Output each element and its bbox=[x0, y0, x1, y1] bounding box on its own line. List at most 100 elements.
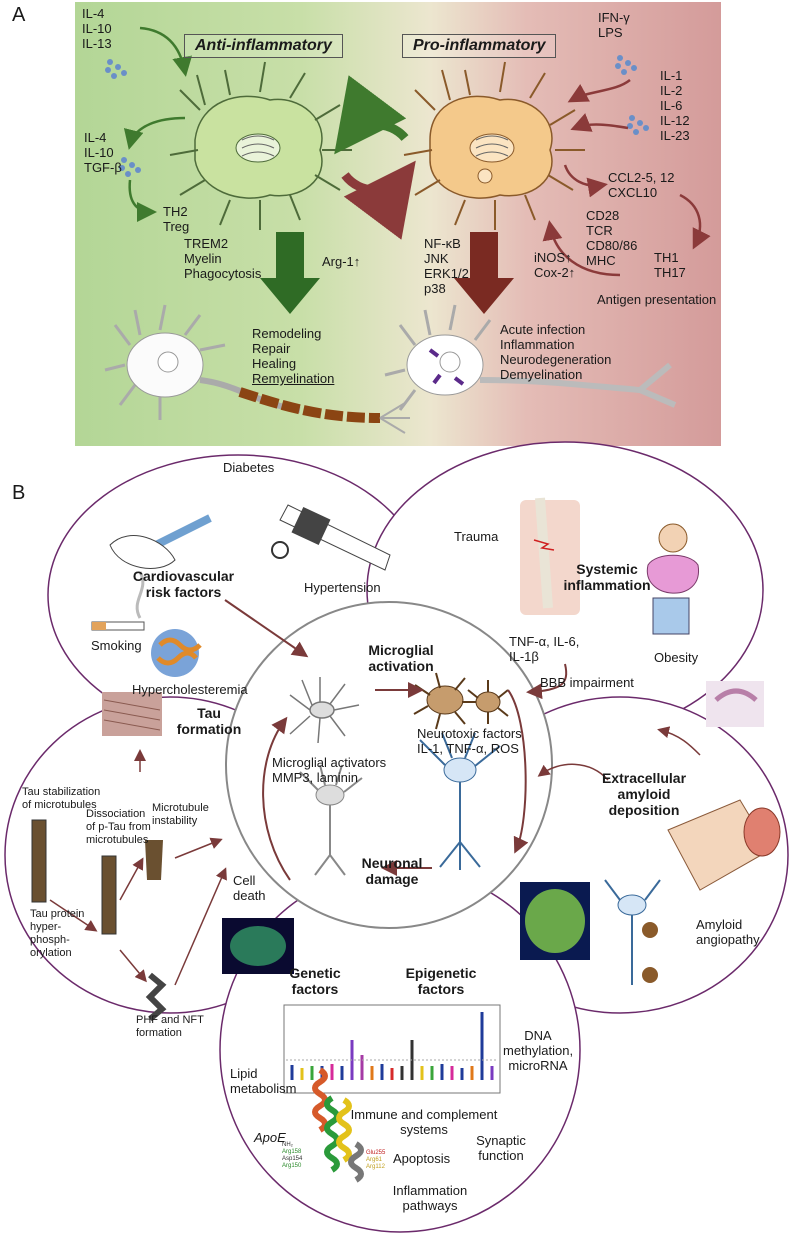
tau-stabilization-text: Tau stabilization of microtubules bbox=[22, 786, 100, 812]
t-cell-label: Treg bbox=[163, 219, 190, 234]
center-circle bbox=[225, 601, 553, 929]
anti-markers-list: TREM2 Myelin Phagocytosis bbox=[184, 236, 261, 281]
resting-microglia-icon bbox=[289, 677, 360, 744]
bbb-impairment-label: BBB impairment bbox=[540, 675, 634, 690]
text-line: Inflammation bbox=[392, 1183, 468, 1198]
lipid-metabolism-text: Lipid metabolism bbox=[230, 1066, 296, 1096]
dna-methylation-text: DNA methylation, microRNA bbox=[503, 1028, 573, 1073]
systemic-cytokines: TNF-α, IL-6, IL-1β bbox=[509, 634, 579, 664]
enzymes-list: iNOS↑ Cox-2↑ bbox=[534, 250, 575, 280]
th-pro-list: TH1 TH17 bbox=[654, 250, 686, 280]
text-line: Amyloid bbox=[696, 917, 743, 932]
genetic-factors-title: Genetic factors bbox=[280, 965, 350, 997]
cytokine-label: IL-10 bbox=[82, 21, 112, 36]
text-line: microRNA bbox=[508, 1058, 568, 1073]
cytokine-label: TNF-α, IL-6, bbox=[509, 634, 580, 649]
title-line: amyloid bbox=[617, 786, 671, 802]
amyloid-deposition-title: Extracellular amyloid deposition bbox=[588, 770, 700, 818]
effect-label: Remodeling bbox=[252, 326, 322, 341]
pathway-label: JNK bbox=[424, 251, 449, 266]
tau-fibrils-icon bbox=[102, 692, 162, 736]
text-line: phosph- bbox=[30, 934, 70, 946]
demyelinated-neuron-icon bbox=[384, 304, 677, 411]
amyloid-histology-icon bbox=[706, 681, 764, 727]
amyloid-angiopathy-text: Amyloid angiopathy bbox=[696, 917, 760, 947]
text-line: systems bbox=[400, 1122, 448, 1137]
anti-outputs-list: IL-4 IL-10 TGF-β bbox=[84, 130, 122, 175]
synaptic-function-text: Synaptic function bbox=[466, 1133, 536, 1163]
cytokine-label: IL-12 bbox=[660, 113, 690, 128]
apoptosis-label: Apoptosis bbox=[393, 1151, 451, 1166]
diabetes-label: Diabetes bbox=[223, 460, 275, 475]
marker-label: TREM2 bbox=[184, 236, 229, 251]
blood-pressure-cuff-icon bbox=[271, 504, 391, 571]
microtubule-instability-text: Microtubule instability bbox=[152, 802, 209, 828]
systemic-title: Systemic inflammation bbox=[562, 561, 652, 593]
effect-label: Healing bbox=[252, 356, 297, 371]
effect-label: Repair bbox=[252, 341, 291, 356]
pro-inflammatory-title: Pro-inflammatory bbox=[402, 34, 557, 58]
text-line: death bbox=[233, 888, 266, 903]
text-line: of p-Tau from bbox=[86, 821, 151, 833]
tau-formation-title: Tau formation bbox=[174, 705, 244, 737]
enzyme-label: iNOS↑ bbox=[534, 250, 572, 265]
plaque-neuron-icon bbox=[604, 879, 661, 985]
residue-label: Arg150 bbox=[282, 1163, 302, 1169]
obesity-label: Obesity bbox=[654, 650, 699, 665]
residue-label: Arg158 bbox=[282, 1149, 302, 1155]
t-cell-label: TH17 bbox=[654, 265, 686, 280]
enzyme-label: Cox-2↑ bbox=[534, 265, 576, 280]
text-line: Lipid bbox=[230, 1066, 258, 1081]
signaling-list: NF-κB JNK ERK1/2 p38 bbox=[424, 236, 469, 296]
effect-label: Inflammation bbox=[500, 337, 575, 352]
pathway-label: p38 bbox=[424, 281, 446, 296]
microglial-activation-title: Microglial activation bbox=[356, 642, 446, 674]
antigen-presentation-label: Antigen presentation bbox=[597, 292, 717, 307]
receptor-label: TCR bbox=[586, 223, 613, 238]
text-line: Synaptic bbox=[476, 1133, 526, 1148]
microglial-activators-text: Microglial activators MMP3, laminin bbox=[272, 755, 386, 785]
title-line: factors bbox=[417, 981, 465, 997]
text-line: Tau stabilization bbox=[22, 786, 101, 798]
text-line: DNA bbox=[524, 1028, 552, 1043]
residue-label: Glu255 bbox=[366, 1150, 386, 1156]
text-line: angiopathy bbox=[696, 932, 760, 947]
cholesterol-particle-icon bbox=[151, 629, 202, 677]
activated-microglia-icon bbox=[413, 672, 509, 730]
residue-label: Arg112 bbox=[366, 1164, 385, 1170]
chemokine-label: CXCL10 bbox=[608, 185, 658, 200]
smoking-label: Smoking bbox=[91, 638, 142, 653]
obese-person-icon bbox=[646, 523, 699, 635]
text-line: instability bbox=[152, 815, 198, 827]
text-line: methylation, bbox=[503, 1043, 574, 1058]
cytokine-label: IL-1 bbox=[660, 68, 683, 83]
text-line: of microtubules bbox=[22, 799, 97, 811]
pro-effects-list: Acute infection Inflammation Neurodegene… bbox=[500, 322, 611, 382]
cell-death-text: Cell death bbox=[233, 873, 266, 903]
apoe-label: ApoE bbox=[254, 1130, 286, 1145]
cytokine-label: IL-4 bbox=[82, 6, 105, 21]
anti-inflammatory-title: Anti-inflammatory bbox=[184, 34, 343, 58]
insulin-pen-icon bbox=[109, 514, 212, 569]
effect-label: Demyelination bbox=[500, 367, 583, 382]
text-line: formation bbox=[136, 1027, 182, 1039]
effect-label: Neurodegeneration bbox=[500, 352, 612, 367]
stimulus-label: IFN-γ bbox=[598, 10, 630, 25]
arg1-label: Arg-1↑ bbox=[322, 254, 361, 269]
healthy-neuron-icon bbox=[419, 732, 501, 870]
text-line: Microglial activators bbox=[272, 755, 387, 770]
pathway-label: ERK1/2 bbox=[424, 266, 469, 281]
cigarette-icon bbox=[91, 571, 145, 631]
damaged-neuron-icon bbox=[299, 764, 363, 876]
phf-nft-text: PHF and NFT formation bbox=[136, 1014, 204, 1040]
text-line: hyper- bbox=[30, 921, 62, 933]
hypertension-label: Hypertension bbox=[304, 580, 381, 595]
stimulus-label: LPS bbox=[598, 25, 623, 40]
chemokines-list: CCL2-5, 12 CXCL10 bbox=[608, 170, 674, 200]
trauma-label: Trauma bbox=[454, 529, 499, 544]
title-line: damage bbox=[365, 871, 419, 887]
title-line: factors bbox=[291, 981, 339, 997]
title-line: Tau bbox=[197, 705, 221, 721]
apoe-structure-icon bbox=[312, 1067, 364, 1183]
